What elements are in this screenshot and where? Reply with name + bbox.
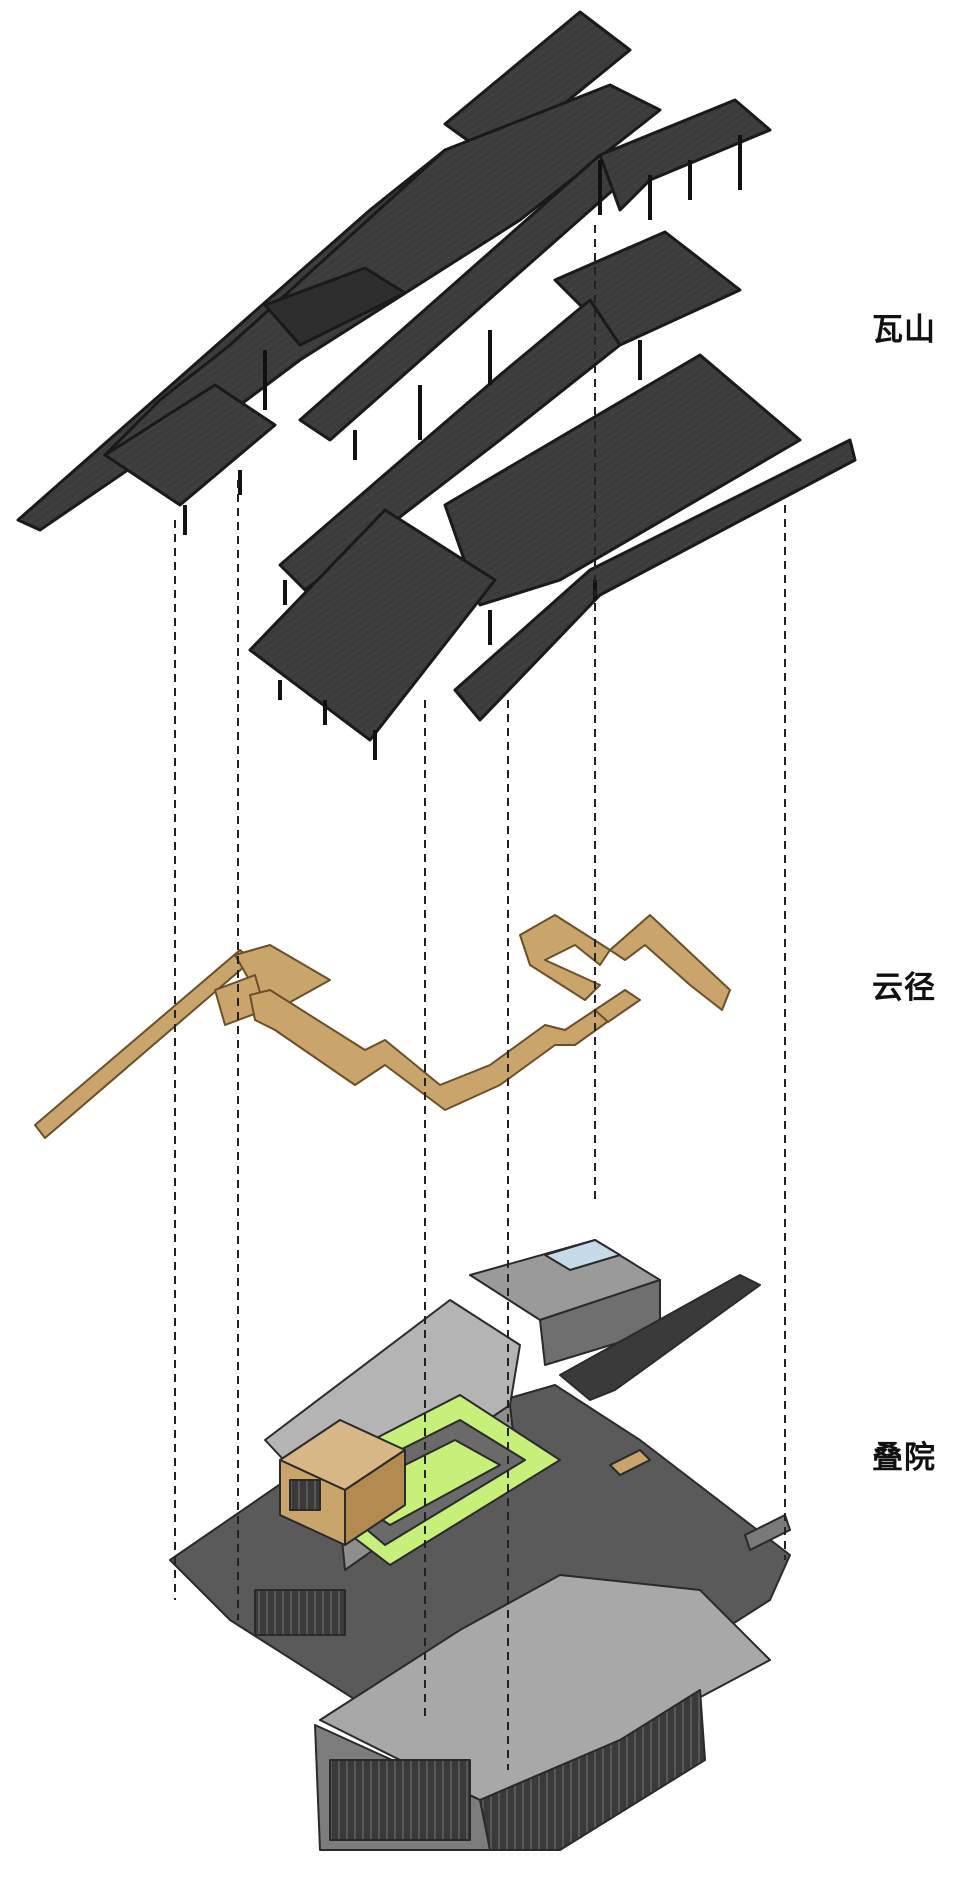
timber-box-right — [344, 1449, 406, 1546]
bridge-ramp-left — [34, 949, 253, 1139]
bridge-stair-right — [609, 914, 731, 1011]
alignment-lines — [174, 225, 786, 1770]
side-glazing-left — [254, 1589, 346, 1636]
dark-walkway — [559, 1274, 761, 1401]
bridge-walkway — [249, 989, 611, 1111]
roof-panel-left-wing — [103, 383, 277, 507]
bridge-walkway-right — [594, 989, 641, 1023]
roof-layer — [16, 10, 857, 760]
ramp-detail — [744, 1514, 791, 1551]
front-left-glazing — [329, 1759, 471, 1841]
label-courtyard-layer: 叠院 — [872, 1440, 936, 1476]
stair-detail — [609, 1449, 651, 1476]
courtyard-layer — [169, 1239, 791, 1851]
roof-panel-skylight — [263, 266, 407, 347]
label-roof-layer: 瓦山 — [872, 312, 936, 348]
bridge-loop-right — [519, 914, 611, 1001]
label-path-layer: 云径 — [872, 970, 936, 1006]
roof-columns — [183, 135, 742, 760]
timber-box-window — [289, 1479, 321, 1511]
roof-panel-front-right — [453, 438, 857, 722]
skylight-glass — [544, 1239, 621, 1271]
roof-panel-right-upper — [598, 98, 772, 212]
roof-panel-front-left — [248, 508, 497, 742]
path-layer — [34, 914, 731, 1139]
roof-panel-right-mid — [278, 298, 622, 592]
